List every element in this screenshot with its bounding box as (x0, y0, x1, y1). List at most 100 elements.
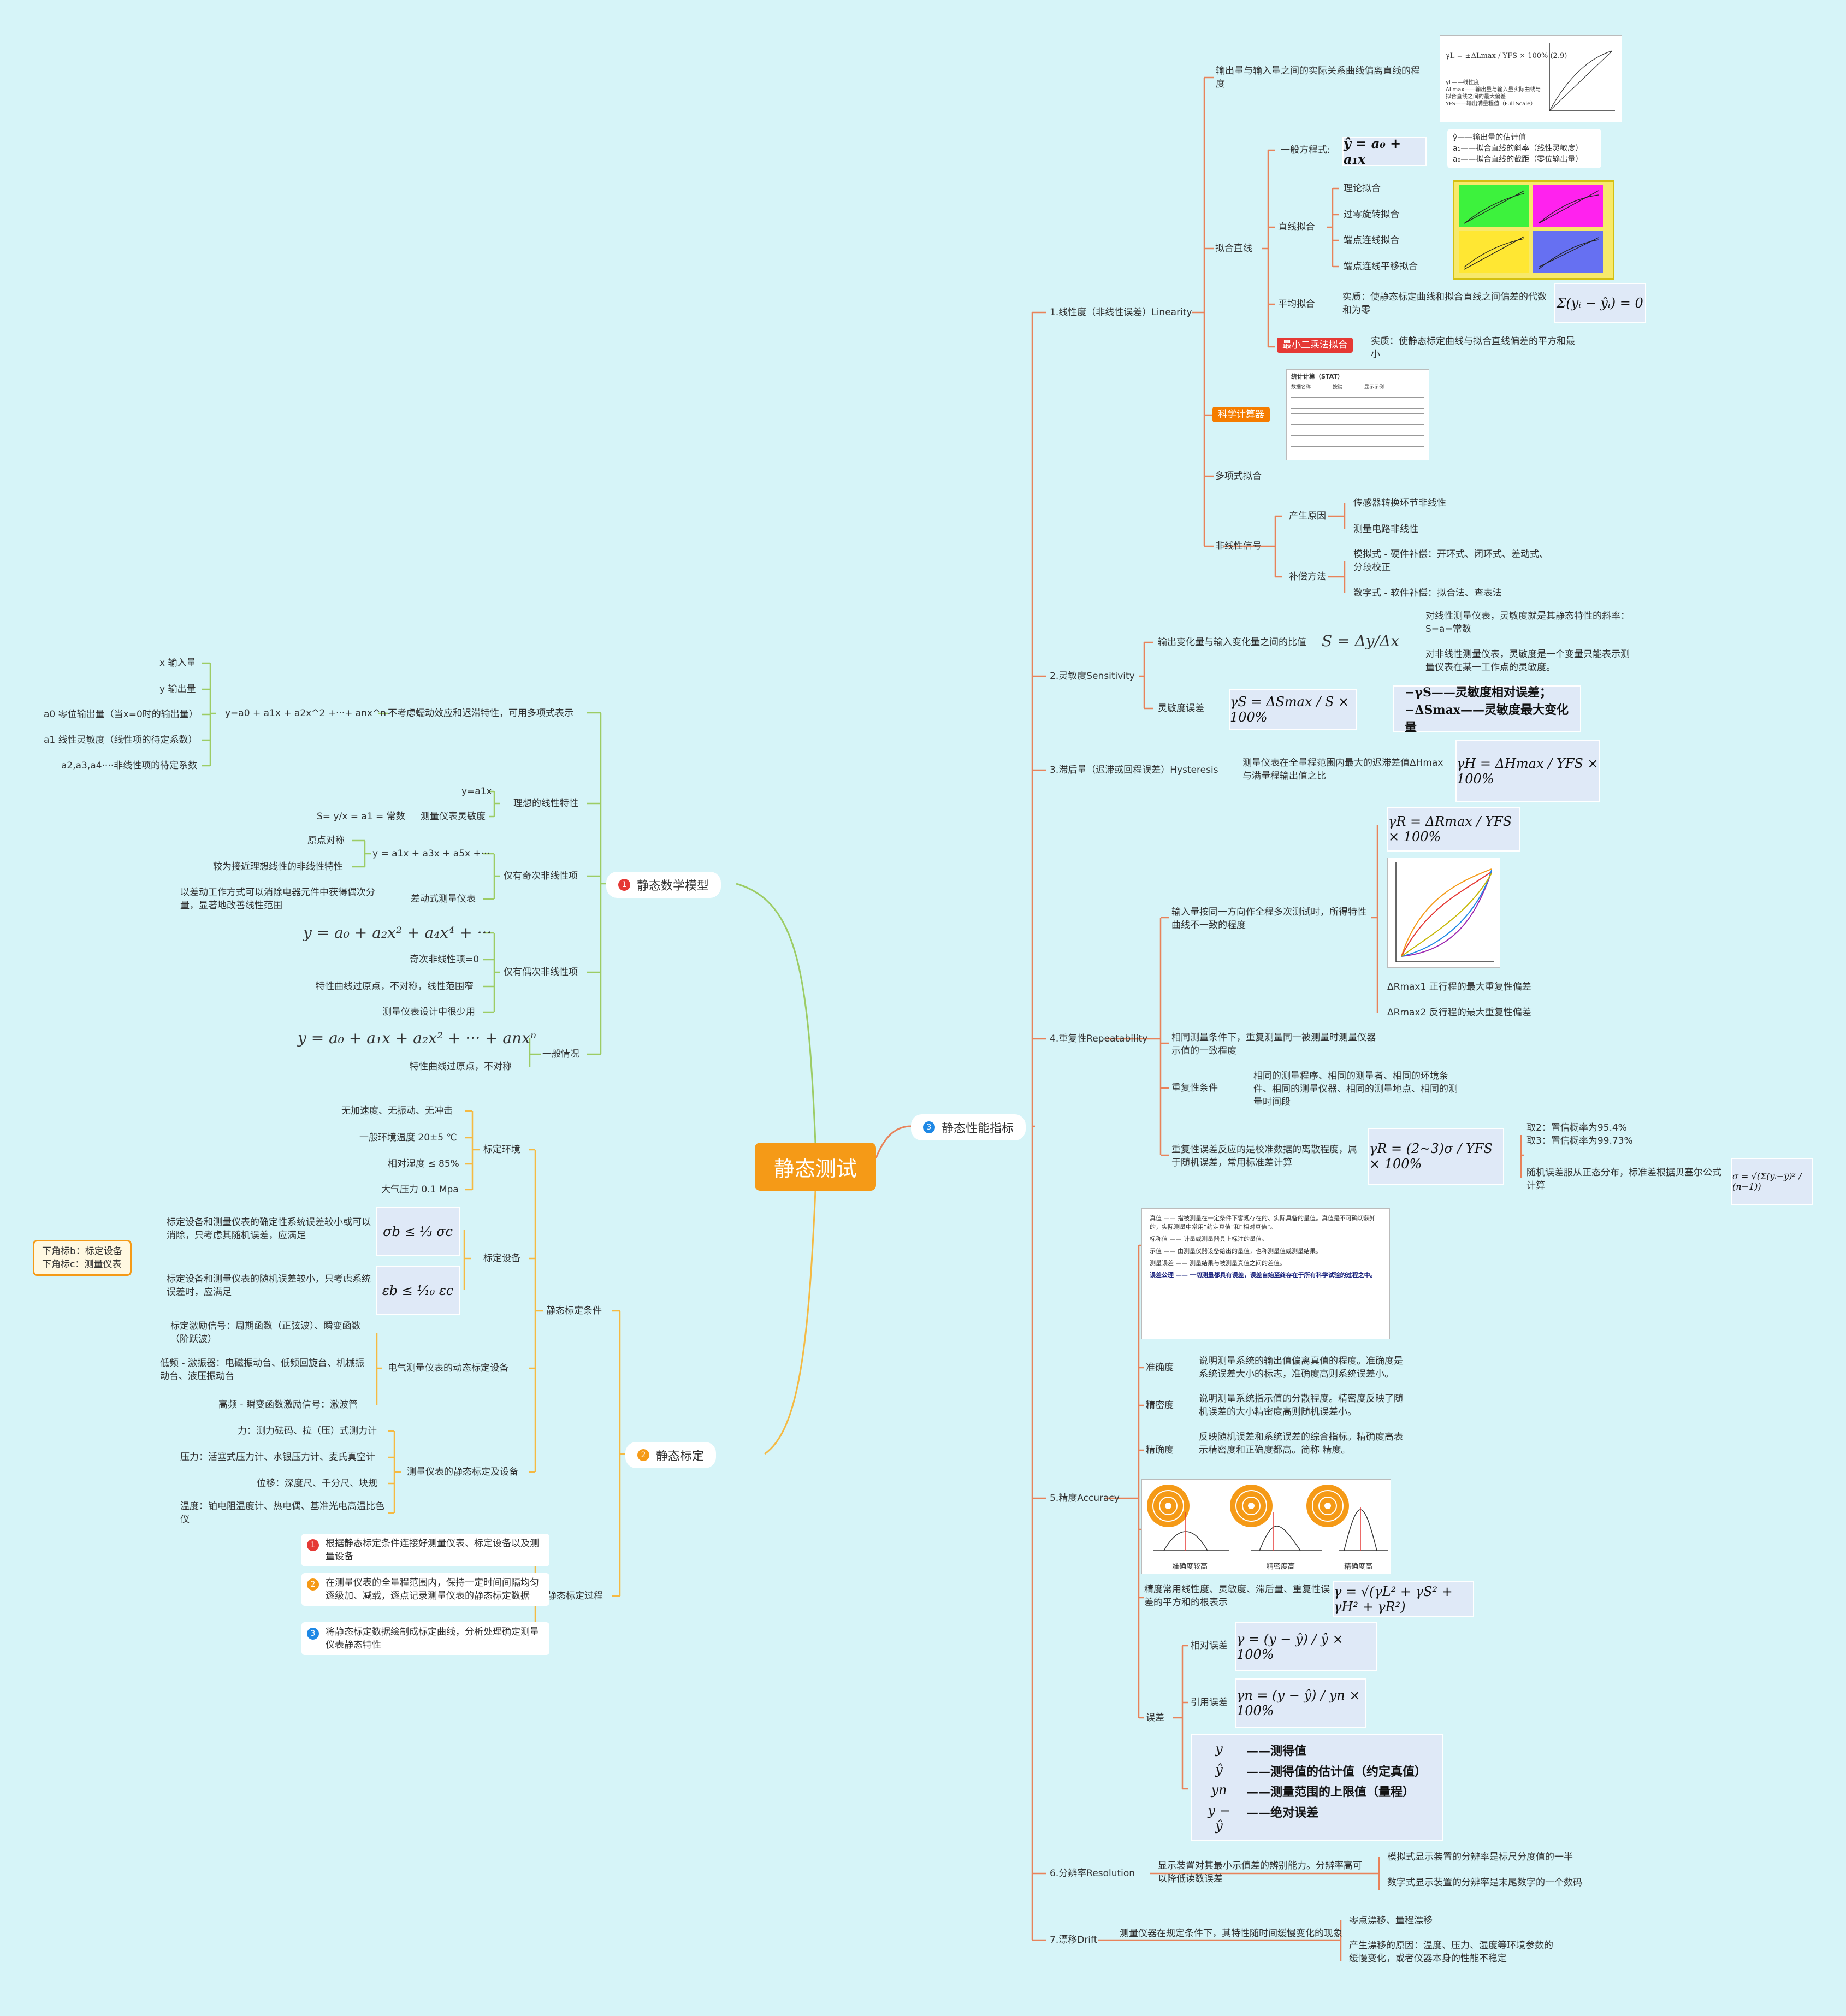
repeatability-def[interactable]: 输入量按同一方向作全程多次测试时，所得特性曲线不一致的程度 (1172, 907, 1366, 931)
sens-error-eq[interactable]: γS = ΔSmax / S × 100% (1229, 689, 1357, 730)
resolution-digital[interactable]: 数字式显示装置的分辨率是末尾数字的一个数码 (1387, 1877, 1582, 1888)
hysteresis-eq[interactable]: γH = ΔHmax / YFS × 100% (1455, 740, 1600, 802)
device-note-2[interactable]: 标定设备和测量仪表的随机误差较小，只考虑系统误差时，应满足 (167, 1274, 371, 1298)
calib-device[interactable]: 标定设备 (483, 1253, 520, 1264)
reference-error-eq[interactable]: γn = (y − ŷ) / yn × 100% (1235, 1678, 1366, 1728)
reference-error[interactable]: 引用误差 (1191, 1697, 1228, 1708)
drift-causes[interactable]: 产生漂移的原因：温度、压力、湿度等环境参数的缓慢变化，或者仪器本身的性能不稳定 (1349, 1940, 1553, 1964)
var-a0[interactable]: a0 零位输出量（当x=0时的输出量） (44, 709, 198, 720)
dyn-item-1[interactable]: 标定激励信号：周期函数（正弦波）、瞬变函数（阶跃波） (170, 1321, 361, 1345)
branch-static-math-model[interactable]: 1 静态数学模型 (606, 872, 721, 898)
zero-rotation-fit[interactable]: 过零旋转拟合 (1344, 209, 1399, 220)
sensitivity-def[interactable]: 输出变化量与输入变化量之间的比值 (1158, 637, 1306, 648)
accuracy[interactable]: 5.精度Accuracy (1050, 1493, 1120, 1504)
origin-symmetry[interactable]: 原点对称 (307, 835, 345, 846)
cause[interactable]: 产生原因 (1289, 511, 1326, 522)
hysteresis-def[interactable]: 测量仪表在全量程范围内最大的迟滞差值ΔHmax与满量程输出值之比 (1242, 758, 1443, 782)
rep-conditions[interactable]: 重复性条件 (1172, 1083, 1218, 1093)
model-polynomial-equation[interactable]: y=a0 + a1x + a2x^2 +···+ anx^n (225, 708, 387, 719)
fit-line[interactable]: 拟合直线 (1215, 243, 1252, 254)
env-item-1[interactable]: 无加速度、无振动、无冲击 (341, 1105, 453, 1116)
accuracy-a[interactable]: 准确度 (1146, 1362, 1174, 1373)
var-a2-a4[interactable]: a2,a3,a4····非线性项的待定系数 (61, 760, 198, 771)
rep-distribution[interactable]: 随机误差服从正态分布，标准差根据贝塞尔公式计算 (1526, 1167, 1721, 1191)
precision-note[interactable]: 说明测量系统指示值的分散程度。精密度反映了随机误差的大小精密度高则随机误差小。 (1199, 1393, 1403, 1417)
precision-accuracy[interactable]: 精确度 (1146, 1445, 1174, 1456)
comp-1[interactable]: 模拟式 - 硬件补偿：开环式、闭环式、差动式、分段校正 (1353, 549, 1548, 573)
static-calib-device[interactable]: 测量仪表的静态标定及设备 (407, 1467, 518, 1477)
rep-conditions-note[interactable]: 相同的测量程序、相同的测量者、相同的环境条件、相同的测量仪器、相同的测量地点、相… (1253, 1071, 1458, 1108)
calib-conditions[interactable]: 静态标定条件 (546, 1305, 602, 1316)
branch-static-calibration[interactable]: 2 静态标定 (625, 1442, 717, 1468)
general-case[interactable]: 一般情况 (542, 1049, 579, 1060)
fit-general-eq[interactable]: ŷ = a₀ + a₁x (1342, 135, 1427, 167)
endpoint-fit[interactable]: 端点连线拟合 (1344, 235, 1399, 246)
accuracy-sum[interactable]: 精度常用线性度、灵敏度、滞后量、重复性误差的平方和的根表示 (1144, 1584, 1330, 1608)
repeatability-eq[interactable]: γR = ΔRmax / YFS × 100% (1387, 807, 1520, 852)
polynomial-fit[interactable]: 多项式拟合 (1215, 471, 1262, 482)
differential-instrument[interactable]: 差动式测量仪表 (411, 894, 476, 904)
even-nonlinear[interactable]: 仅有偶次非线性项 (504, 967, 578, 978)
rep-confidence-3[interactable]: 取3：置信概率为99.73% (1526, 1136, 1633, 1146)
general-eq[interactable]: y = a₀ + a₁x + a₂x² + ··· + anxⁿ (298, 1029, 537, 1047)
relative-error-eq[interactable]: γ = (y − ŷ) / ŷ × 100% (1235, 1622, 1377, 1671)
comp-2[interactable]: 数字式 - 软件补偿：拟合法、查表法 (1353, 588, 1502, 599)
sensitivity-eq[interactable]: S = Δy/Δx (1322, 632, 1399, 650)
precision-accuracy-note[interactable]: 反映随机误差和系统误差的综合指标。精确度高表示精密度和正确度都高。简称 精度。 (1199, 1432, 1403, 1456)
stat-item-temperature[interactable]: 温度：铂电阻温度计、热电偶、基准光电高温比色仪 (180, 1501, 384, 1525)
process-step-1[interactable]: 1 根据静态标定条件连接好测量仪表、标定设备以及测量设备 (301, 1534, 549, 1566)
device-formula-1[interactable]: σb ≤ ⅓ σc (376, 1207, 460, 1256)
process-step-2[interactable]: 2 在测量仪表的全量程范围内，保持一定时间间隔均匀逐级加、减载，逐点记录测量仪表… (301, 1573, 549, 1606)
drift-def[interactable]: 测量仪器在规定条件下，其特性随时间缓慢变化的现象 (1120, 1928, 1342, 1939)
var-y[interactable]: y 输出量 (159, 684, 196, 695)
branch-static-performance[interactable]: 3 静态性能指标 (911, 1114, 1026, 1140)
calib-process[interactable]: 静态标定过程 (547, 1591, 603, 1601)
resolution-analog[interactable]: 模拟式显示装置的分辨率是标尺分度值的一半 (1387, 1852, 1573, 1863)
stat-item-displacement[interactable]: 位移：深度尺、千分尺、块规 (257, 1478, 377, 1489)
dynamic-calib-device[interactable]: 电气测量仪表的动态标定设备 (388, 1363, 508, 1374)
instrument-sensitivity[interactable]: 测量仪表灵敏度 (421, 811, 486, 822)
ideal-linear-eq[interactable]: y=a1x (461, 786, 492, 797)
var-x[interactable]: x 输入量 (159, 658, 196, 669)
theory-fit[interactable]: 理论拟合 (1344, 183, 1381, 194)
env-item-2[interactable]: 一般环境温度 20±5 ℃ (359, 1132, 457, 1143)
even-item-3[interactable]: 测量仪表设计中很少用 (382, 1007, 475, 1018)
cause-1[interactable]: 传感器转换环节非线性 (1353, 498, 1446, 509)
process-step-3[interactable]: 3 将静态标定数据绘制成标定曲线，分析处理确定测量仪表静态特性 (301, 1622, 549, 1655)
relative-error[interactable]: 相对误差 (1191, 1640, 1228, 1651)
rep-note-2[interactable]: ΔRmax2 反行程的最大重复性偏差 (1387, 1007, 1531, 1018)
sensitivity-error[interactable]: 灵敏度误差 (1158, 703, 1204, 714)
least-squares-note[interactable]: 实质：使静态标定曲线与拟合直线偏差的平方和最小 (1371, 336, 1575, 360)
ideal-linear[interactable]: 理想的线性特性 (513, 798, 578, 809)
resolution[interactable]: 6.分辨率Resolution (1050, 1868, 1135, 1879)
even-item-2[interactable]: 特性曲线过原点，不对称，线性范围窄 (316, 981, 474, 992)
odd-eq[interactable]: y = a1x + a3x + a5x +··· (372, 848, 490, 859)
dyn-item-3[interactable]: 高频 - 瞬变函数激励信号：激波管 (218, 1399, 358, 1410)
hysteresis[interactable]: 3.滞后量（迟滞或回程误差）Hysteresis (1050, 765, 1218, 776)
sensitivity-const[interactable]: S= y/x = a1 = 常数 (317, 811, 405, 822)
env-item-4[interactable]: 大气压力 0.1 Mpa (381, 1184, 459, 1195)
precision[interactable]: 精密度 (1146, 1400, 1174, 1411)
resolution-def[interactable]: 显示装置对其最小示值差的辨别能力。分辨率高可以降低读数误差 (1158, 1860, 1362, 1884)
drift-types[interactable]: 零点漂移、量程漂移 (1349, 1915, 1433, 1926)
compensation[interactable]: 补偿方法 (1289, 571, 1326, 582)
sci-calculator[interactable]: 科学计算器 (1212, 407, 1270, 422)
sensitivity[interactable]: 2.灵敏度Sensitivity (1050, 671, 1135, 682)
differential-note[interactable]: 以差动工作方式可以消除电器元件中获得偶次分量，显著地改善线性范围 (180, 887, 375, 911)
sens-note-1[interactable]: 对线性测量仪表，灵敏度就是其静态特性的斜率：S=a=常数 (1425, 611, 1630, 635)
cause-2[interactable]: 测量电路非线性 (1353, 524, 1418, 535)
rep-note-1[interactable]: ΔRmax1 正行程的最大重复性偏差 (1387, 982, 1531, 992)
odd-nonlinear[interactable]: 仅有奇次非线性项 (504, 871, 578, 882)
nonlinear-signal[interactable]: 非线性信号 (1215, 541, 1262, 552)
rep-error[interactable]: 重复性误差反应的是校准数据的离散程度，属于随机误差，常用标准差计算 (1172, 1144, 1357, 1168)
average-fit[interactable]: 平均拟合 (1278, 299, 1315, 310)
general-item[interactable]: 特性曲线过原点，不对称 (410, 1061, 512, 1072)
root-topic[interactable]: 静态测试 (755, 1143, 876, 1191)
repeatability[interactable]: 4.重复性Repeatability (1050, 1033, 1148, 1044)
drift[interactable]: 7.漂移Drift (1050, 1935, 1098, 1946)
error[interactable]: 误差 (1146, 1712, 1164, 1723)
least-squares-fit[interactable]: 最小二乘法拟合 (1277, 338, 1353, 353)
var-a1[interactable]: a1 线性灵敏度（线性项的待定系数） (44, 735, 198, 746)
linearity[interactable]: 1.线性度（非线性误差）Linearity (1050, 307, 1192, 318)
sens-note-2[interactable]: 对非线性测量仪表，灵敏度是一个变量只能表示测量仪表在某一工作点的灵敏度。 (1425, 649, 1630, 673)
